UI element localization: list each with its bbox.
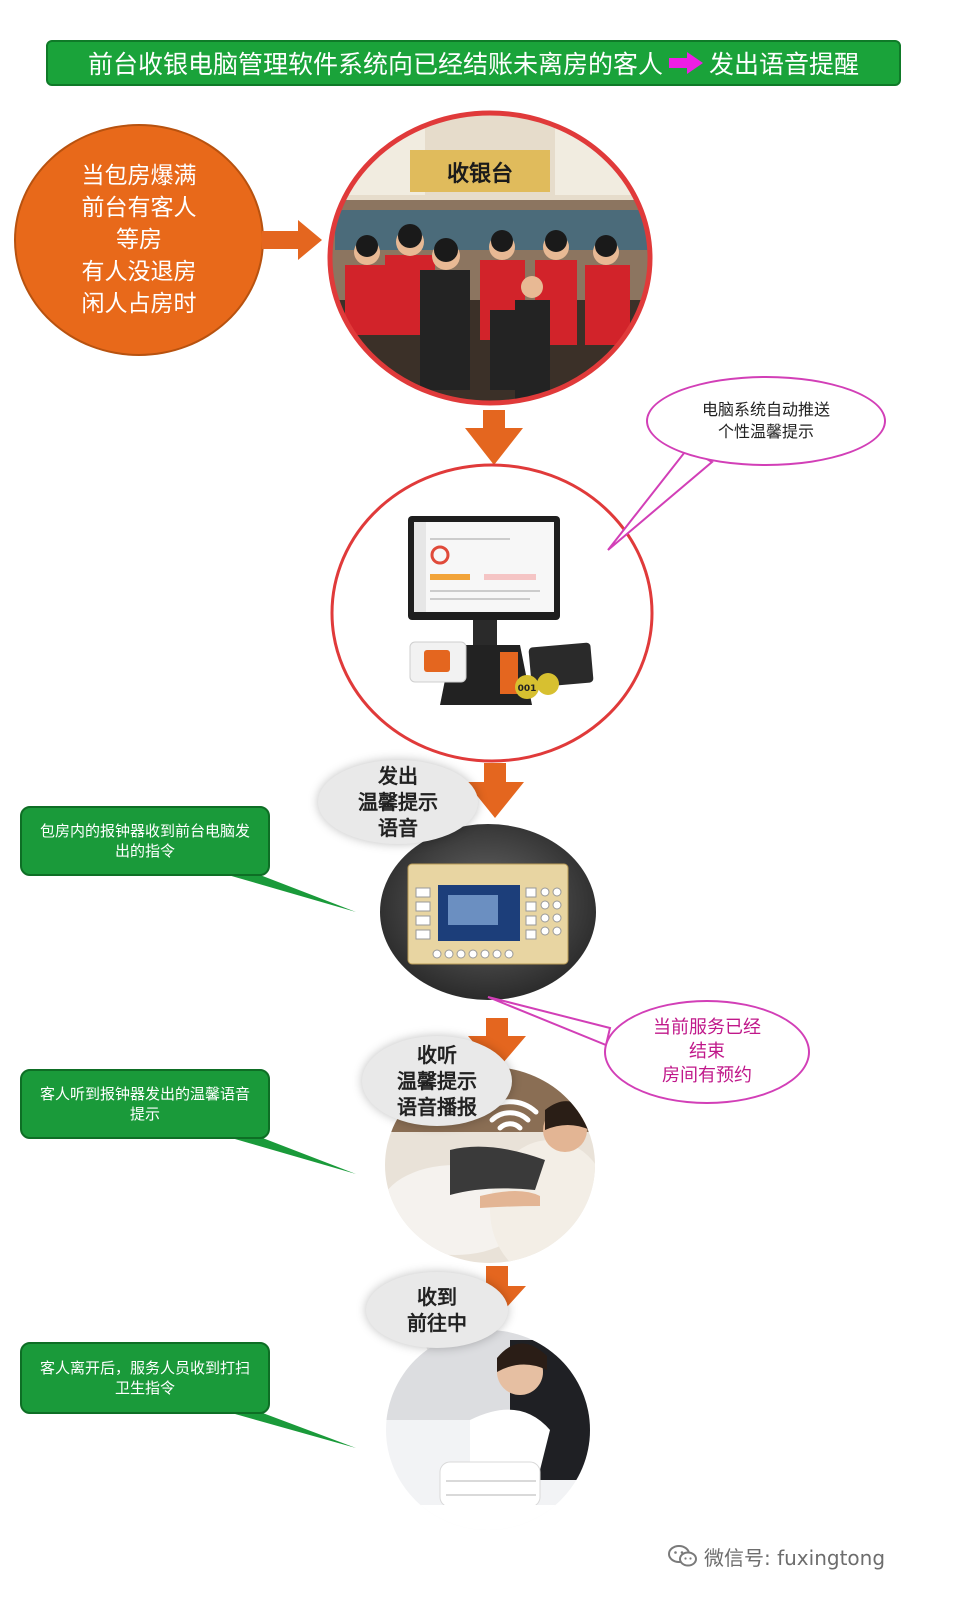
done-speech-bubble: 收到 前往中 bbox=[366, 1272, 508, 1348]
cashier-photo: 收银台 bbox=[327, 110, 653, 406]
trigger-line: 当包房爆满 bbox=[81, 163, 197, 189]
service-bubble-line: 当前服务已经 bbox=[653, 1017, 761, 1038]
note-tail bbox=[228, 1412, 356, 1448]
push-bubble-line: 电脑系统自动推送 bbox=[701, 400, 830, 419]
speech-line: 发出 bbox=[378, 764, 418, 788]
trigger-line: 等房 bbox=[116, 227, 162, 253]
alarm-device-circle bbox=[380, 824, 596, 1000]
note-tail bbox=[228, 1137, 356, 1174]
clean-note-text: 客人离开后，服务人员收到打扫卫生指令 bbox=[39, 1359, 250, 1397]
receive-note-text: 包房内的报钟器收到前台电脑发出的指令 bbox=[39, 822, 250, 860]
speech-line: 温馨提示 bbox=[358, 790, 438, 814]
key-tag-number: 001 bbox=[518, 684, 537, 694]
pos-terminal-circle: 001 bbox=[330, 463, 654, 763]
title-banner: 前台收银电脑管理软件系统向已经结账未离房的客人 发出语音提醒 bbox=[46, 40, 901, 86]
trigger-line: 有人没退房 bbox=[81, 259, 197, 285]
housekeeping-photo bbox=[386, 1330, 590, 1530]
clean-note: 客人离开后，服务人员收到打扫卫生指令 bbox=[20, 1342, 270, 1414]
down-arrow bbox=[466, 763, 524, 818]
receive-note: 包房内的报钟器收到前台电脑发出的指令 bbox=[20, 806, 270, 876]
title-text-after: 发出语音提醒 bbox=[709, 50, 860, 79]
title-text-before: 前台收银电脑管理软件系统向已经结账未离房的客人 bbox=[87, 50, 663, 79]
service-bubble: 当前服务已经 结束 房间有预约 bbox=[604, 1000, 810, 1104]
watermark-text: 微信号: fuxingtong bbox=[704, 1545, 886, 1570]
watermark: 微信号: fuxingtong bbox=[668, 1540, 918, 1572]
push-bubble: 电脑系统自动推送 个性温馨提示 bbox=[646, 376, 886, 466]
push-bubble-tail bbox=[607, 446, 714, 551]
speech-line: 温馨提示 bbox=[397, 1069, 477, 1093]
wechat-icon bbox=[668, 1545, 697, 1567]
push-bubble-line: 个性温馨提示 bbox=[717, 422, 814, 441]
speech-line: 语音 bbox=[378, 816, 418, 840]
listen-speech-bubble: 收听 温馨提示 语音播报 bbox=[362, 1036, 512, 1126]
speech-line: 收听 bbox=[417, 1043, 457, 1067]
hear-note: 客人听到报钟器发出的温馨语音提示 bbox=[20, 1069, 270, 1139]
speech-line: 语音播报 bbox=[397, 1095, 477, 1119]
down-arrow bbox=[465, 410, 523, 465]
hear-note-text: 客人听到报钟器发出的温馨语音提示 bbox=[39, 1085, 250, 1123]
right-arrow bbox=[262, 220, 322, 260]
service-bubble-line: 结束 bbox=[689, 1041, 725, 1062]
speech-line: 前往中 bbox=[407, 1311, 467, 1335]
trigger-line: 前台有客人 bbox=[81, 195, 197, 221]
cashier-sign: 收银台 bbox=[447, 161, 513, 187]
service-bubble-line: 房间有预约 bbox=[662, 1065, 752, 1086]
note-tail bbox=[228, 875, 356, 912]
pink-arrow-icon bbox=[669, 52, 703, 74]
speech-line: 收到 bbox=[417, 1285, 457, 1309]
trigger-circle: 当包房爆满 前台有客人 等房 有人没退房 闲人占房时 bbox=[14, 124, 264, 356]
trigger-line: 闲人占房时 bbox=[81, 291, 197, 317]
send-speech-bubble: 发出 温馨提示 语音 bbox=[318, 760, 478, 844]
